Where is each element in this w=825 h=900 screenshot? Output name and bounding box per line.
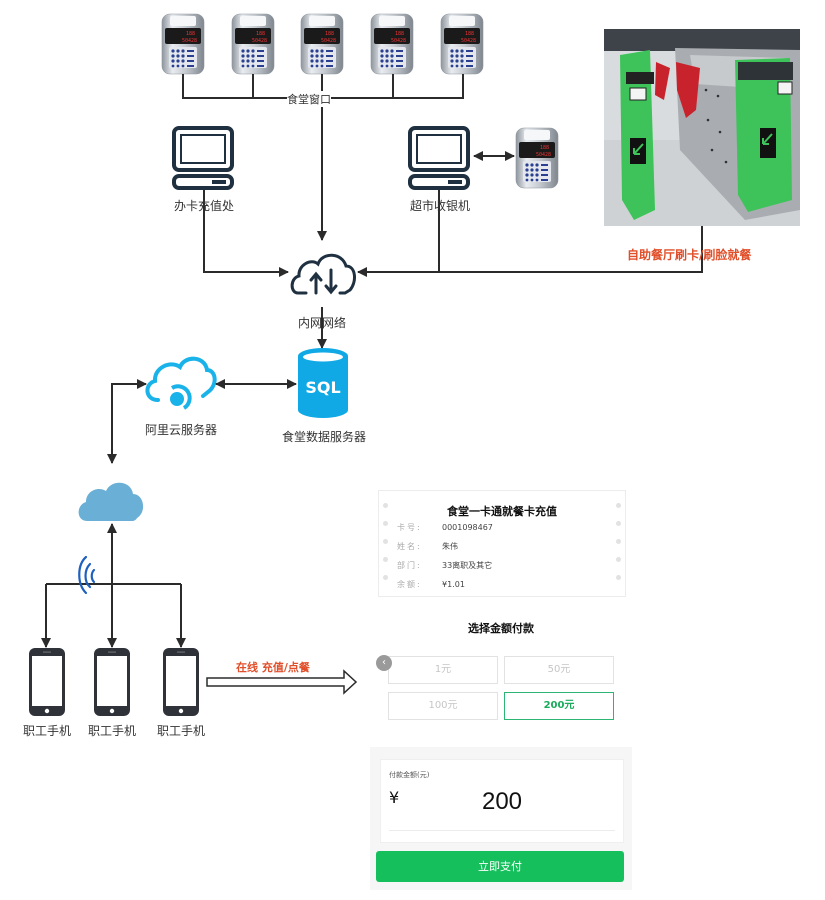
phone-icon: [29, 648, 65, 716]
card-title: 食堂一卡通就餐卡充值: [447, 505, 557, 518]
balance-row: 余额: ¥1.01: [397, 579, 465, 590]
ticket-dot: [616, 575, 621, 580]
amount-label: 付款金额(元): [389, 771, 430, 779]
select-amount-title: 选择金额付款: [468, 622, 534, 635]
canteen-window-label: 食堂窗口: [287, 91, 331, 107]
sql-label: SQL: [305, 378, 340, 397]
intranet-label: 内网网络: [298, 316, 347, 330]
payment-amount-area: 付款金额(元) ¥ 200 立即支付: [370, 747, 632, 890]
computer-icon: [408, 126, 470, 190]
amount-option-100[interactable]: 100元: [388, 692, 498, 720]
amount-underline: [389, 830, 615, 831]
amount-option-50[interactable]: 50元: [504, 656, 614, 684]
field-value: ¥1.01: [442, 580, 465, 589]
online-flow-arrow: [206, 669, 358, 695]
pos-terminal-icon: [231, 13, 275, 75]
card-info-panel: 食堂一卡通就餐卡充值 卡号: 0001098467 姓名: 朱伟 部门: 33离职及其…: [378, 490, 626, 597]
ticket-dot: [383, 503, 388, 508]
online-recharge-label: 在线 充值/点餐: [236, 661, 310, 674]
amount-value: 200: [481, 788, 523, 815]
pos-terminal-icon: [440, 13, 484, 75]
aliyun-server-label: 阿里云服务器: [145, 423, 218, 437]
ticket-dot: [383, 521, 388, 526]
amount-option-1[interactable]: 1元: [388, 656, 498, 684]
aliyun-cloud-icon: [145, 356, 217, 410]
ticket-dot: [616, 503, 621, 508]
phone-label: 职工手机: [157, 724, 206, 738]
field-key: 部门:: [397, 561, 422, 570]
ticket-dot: [616, 521, 621, 526]
phone-icon: [94, 648, 130, 716]
pos-terminal-icon: [370, 13, 414, 75]
phone-icon: [163, 648, 199, 716]
wifi-signal-icon: [78, 555, 96, 595]
internet-aliyun-link-arrow: [107, 379, 147, 464]
recharge-payment-screen: 食堂一卡通就餐卡充值 卡号: 0001098467 姓名: 朱伟 部门: 33离职及其…: [370, 485, 632, 890]
currency-symbol: ¥: [389, 788, 400, 807]
gate-to-intranet-line: [439, 225, 703, 273]
intranet-cloud-icon: [290, 253, 356, 295]
pay-now-button[interactable]: 立即支付: [376, 851, 624, 882]
field-key: 余额:: [397, 580, 422, 589]
amount-option-200[interactable]: 200元: [504, 692, 614, 720]
field-key: 卡号:: [397, 523, 422, 532]
turnstile-gate-photo: [604, 29, 800, 226]
pos-terminal-icon: [161, 13, 205, 75]
field-value: 0001098467: [442, 523, 493, 532]
phone-label: 职工手机: [23, 724, 72, 738]
computer-icon: [172, 126, 234, 190]
field-value: 33离职及其它: [442, 561, 493, 570]
name-row: 姓名: 朱伟: [397, 541, 458, 552]
supermarket-pos-label: 超市收银机: [410, 199, 471, 213]
card-number-row: 卡号: 0001098467: [397, 522, 493, 533]
amount-input-box[interactable]: 付款金额(元) ¥ 200: [380, 759, 624, 843]
phone-label: 职工手机: [88, 724, 137, 738]
ticket-dot: [616, 539, 621, 544]
ticket-dot: [383, 557, 388, 562]
self-service-gate-label: 自助餐厅刷卡/刷脸就餐: [627, 248, 752, 262]
field-value: 朱伟: [442, 542, 458, 551]
back-chevron-icon[interactable]: ‹: [376, 655, 392, 671]
canteen-terminals: [161, 13, 484, 75]
internet-cloud-icon: [78, 482, 144, 521]
pos-terminal-icon: [515, 127, 559, 189]
department-row: 部门: 33离职及其它: [397, 560, 492, 571]
sql-database-icon: SQL: [298, 348, 348, 418]
card-office-to-intranet-arrow: [203, 190, 289, 277]
card-office-label: 办卡充值处: [174, 199, 235, 213]
pos-terminal-icon: [300, 13, 344, 75]
field-key: 姓名:: [397, 542, 422, 551]
ticket-dot: [616, 557, 621, 562]
db-server-label: 食堂数据服务器: [282, 430, 367, 444]
ticket-dot: [383, 575, 388, 580]
ticket-dot: [383, 539, 388, 544]
